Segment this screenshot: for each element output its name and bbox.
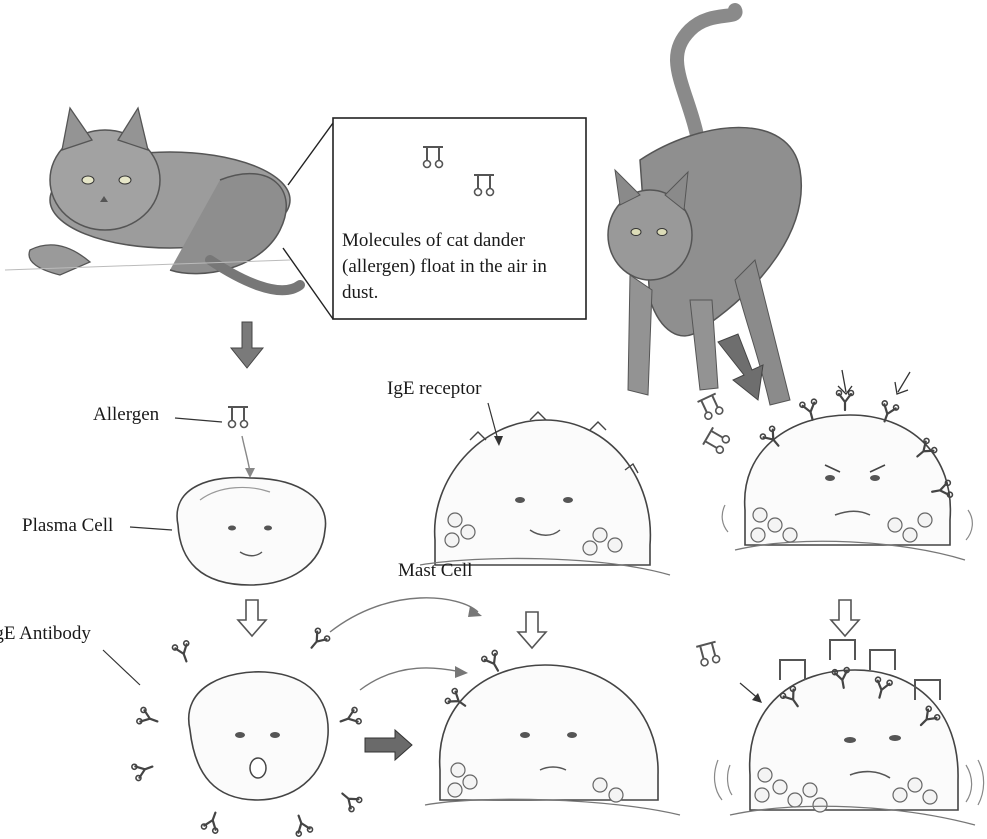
- allergen-molecule-icon: [698, 394, 725, 421]
- arrow-right-icon: [365, 730, 412, 760]
- allergen-molecule-icon: [696, 642, 721, 667]
- arrow-down-icon: [518, 612, 546, 648]
- arrow-down-icon: [231, 322, 263, 368]
- lying-cat-icon: [5, 108, 300, 290]
- ige-antibody-label: IgE Antibody: [0, 623, 91, 645]
- mast-cell-icon: [425, 665, 680, 815]
- walking-cat-icon: [608, 10, 801, 405]
- allergen-label: Allergen: [93, 404, 159, 426]
- plasma-cell-label: Plasma Cell: [22, 515, 113, 537]
- mast-cell-label: Mast Cell: [398, 560, 472, 582]
- arrow-down-icon: [831, 600, 859, 636]
- mast-cell-icon: [715, 670, 984, 825]
- allergen-molecule-icon: [228, 407, 248, 428]
- ige-antibody-icon: [481, 650, 505, 675]
- plasma-cell-icon: [189, 672, 328, 800]
- mast-cell-icon: [420, 412, 670, 575]
- plasma-cell-icon: [177, 478, 325, 585]
- arrow-down-icon: [238, 600, 266, 636]
- allergen-molecule-icon: [703, 427, 731, 455]
- callout-caption: Molecules of cat dander (allergen) float…: [342, 228, 582, 306]
- ige-receptor-label: IgE receptor: [387, 378, 481, 400]
